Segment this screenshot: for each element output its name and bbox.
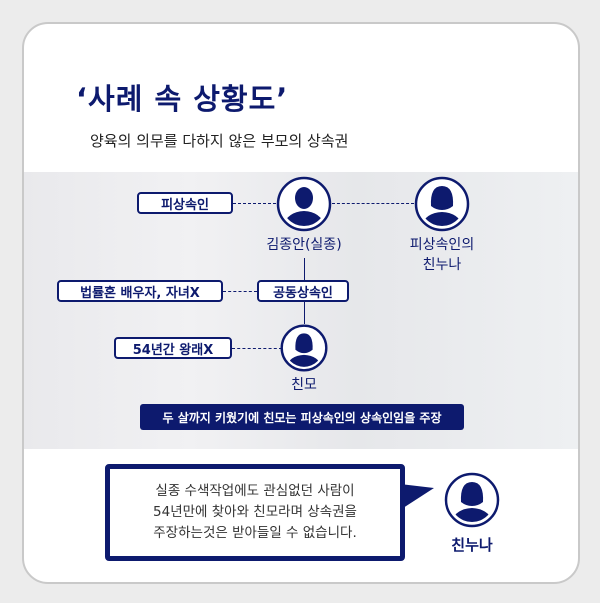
speaker-avatar-icon bbox=[444, 472, 500, 528]
speaker-name: 친누나 bbox=[451, 536, 493, 554]
connector bbox=[233, 203, 276, 204]
sister-name-line2: 친누나 bbox=[422, 257, 462, 273]
page-title: ‘사례 속 상황도’ bbox=[76, 82, 289, 116]
quote-line: 주장하는것은 받아들일 수 없습니다. bbox=[153, 525, 357, 541]
subtitle: 양육의 의무를 다하지 않은 부모의 상속권 bbox=[90, 132, 349, 150]
no-contact-tag: 54년간 왕래X bbox=[114, 337, 232, 359]
connector bbox=[223, 291, 257, 292]
quote-line: 54년만에 찾아와 친모라며 상속권을 bbox=[153, 504, 357, 520]
quote-line: 실종 수색작업에도 관심없던 사람이 bbox=[155, 483, 355, 499]
connector bbox=[232, 348, 282, 349]
claim-banner: 두 살까지 키웠기에 친모는 피상속인의 상속인임을 주장 bbox=[140, 404, 464, 430]
man-avatar-icon bbox=[276, 176, 332, 232]
mother-name: 친모 bbox=[291, 377, 317, 393]
connector bbox=[304, 302, 305, 324]
speech-bubble-tail bbox=[400, 484, 434, 510]
decedent-tag: 피상속인 bbox=[137, 192, 233, 214]
connector bbox=[304, 258, 305, 280]
infographic-card: ‘사례 속 상황도’ 양육의 의무를 다하지 않은 부모의 상속권 피상속인 김… bbox=[22, 22, 580, 584]
co-heir-tag: 공동상속인 bbox=[257, 280, 349, 302]
spouse-tag: 법률혼 배우자, 자녀X bbox=[57, 280, 223, 302]
sister-name-line1: 피상속인의 bbox=[409, 237, 475, 253]
decedent-name: 김종안(실종) bbox=[266, 237, 342, 253]
quote-bubble: 실종 수색작업에도 관심없던 사람이 54년만에 찾아와 친모라며 상속권을 주… bbox=[105, 464, 405, 561]
woman-avatar-icon bbox=[414, 176, 470, 232]
connector bbox=[332, 203, 414, 204]
mother-avatar-icon bbox=[280, 324, 328, 372]
